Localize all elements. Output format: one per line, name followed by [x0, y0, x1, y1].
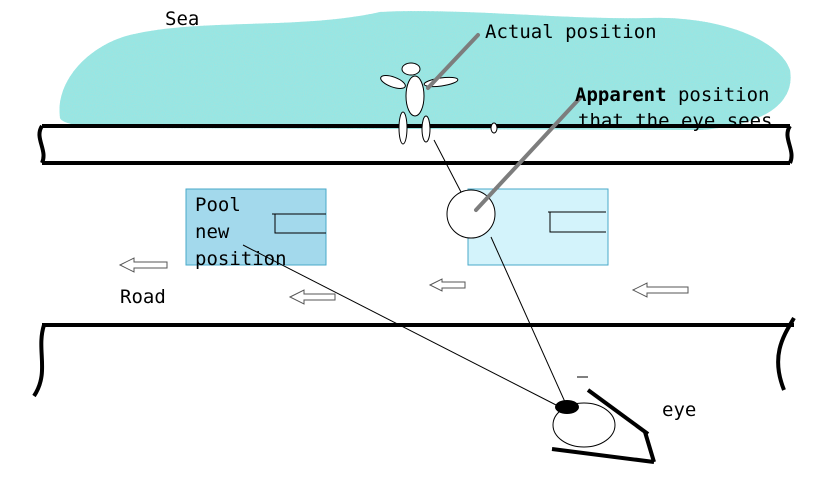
pool-actual-ladder: [548, 211, 606, 233]
pool-new-position: [185, 188, 327, 266]
actual-position-label: Actual position: [485, 21, 657, 43]
left-arrow-icon: [288, 289, 336, 305]
apparent-rest: position: [666, 84, 770, 106]
pool-new-ladder: [272, 213, 326, 234]
pool-label-line1: Pool: [195, 194, 241, 216]
left-arrow-icon: [118, 257, 168, 273]
apparent-word: Apparent: [575, 84, 667, 106]
swimmer-figure-icon: [380, 62, 498, 145]
road-label: Road: [120, 286, 166, 308]
apparent-position-label: Apparent position: [575, 84, 769, 106]
sea-area: [40, 0, 810, 140]
beach-strip: [37, 124, 794, 165]
road-boundary: [32, 316, 796, 398]
pool-label-line3: position: [195, 248, 287, 270]
eye-icon: [551, 376, 656, 464]
light-rays: [242, 139, 566, 408]
label-pointers: [426, 33, 582, 212]
pool-label-line2: new: [195, 221, 230, 243]
sea-label: Sea: [165, 8, 200, 30]
apparent-position-label-line2: that the eye sees: [578, 110, 773, 132]
eye-label: eye: [662, 399, 697, 421]
left-arrow-icon: [631, 282, 689, 298]
left-arrow-icon: [428, 278, 466, 292]
